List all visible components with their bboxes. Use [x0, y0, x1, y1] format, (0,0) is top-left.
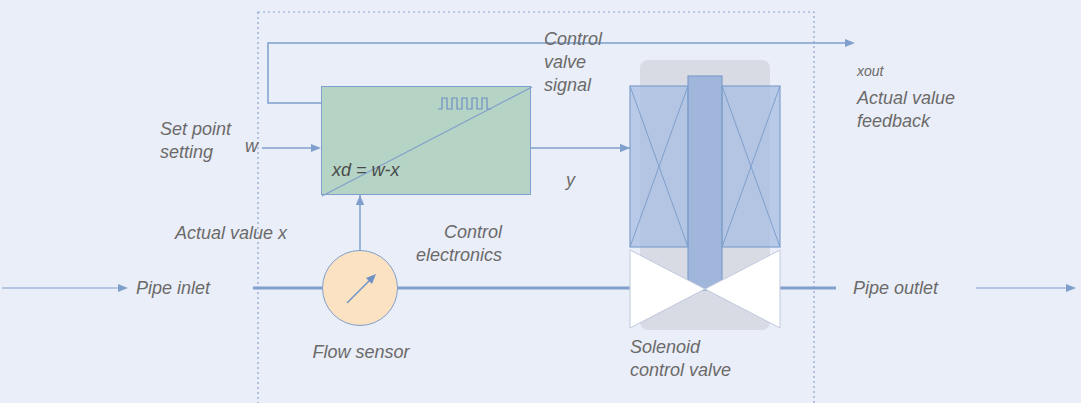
signal-label: w [245, 135, 265, 158]
flow-arrow [2, 287, 118, 288]
arrow-head [118, 284, 128, 292]
valve-body [705, 250, 780, 328]
connector-line [531, 147, 630, 149]
node-label: Flow sensor [281, 341, 441, 364]
controller-box: xd = w-xControl electronics [321, 86, 531, 195]
arrow-head [845, 39, 855, 47]
signal-label: Set point setting [160, 118, 244, 164]
setpoint-wire [262, 147, 312, 149]
signal-label: xout [857, 60, 917, 83]
arrow-head [366, 274, 376, 284]
node-figure [323, 251, 399, 327]
system-boundary [258, 12, 814, 403]
arrow-head [356, 195, 364, 205]
valve-body [630, 250, 705, 328]
diagonal-line [322, 87, 532, 196]
pipe [253, 287, 322, 290]
flow-sensor-circle: Flow sensor [322, 250, 398, 326]
pipe [780, 287, 836, 290]
arrow-head [1066, 284, 1076, 292]
signal-label: Actual value feedback [857, 87, 977, 133]
signal-label: Actual value x [175, 222, 335, 245]
valve-stem [688, 76, 722, 290]
signal-label: Pipe inlet [136, 277, 246, 300]
arrow-head [311, 144, 321, 152]
signal-label: Control valve signal [544, 28, 634, 97]
connector [398, 288, 630, 289]
connector [356, 195, 364, 250]
signal-label: y [566, 169, 586, 192]
pulse-symbol [438, 98, 491, 109]
solenoid-valve: Solenoid control valve [630, 86, 780, 329]
flow-arrow [976, 287, 1066, 288]
node-label: Solenoid control valve [630, 336, 752, 382]
arrow-head [620, 144, 630, 152]
connector [531, 144, 630, 152]
node-label: Control electronics [392, 221, 502, 267]
formula-text: xd = w-x [332, 159, 452, 182]
connector-line [398, 287, 630, 290]
node-figure [630, 86, 780, 329]
signal-label: Pipe outlet [853, 277, 973, 300]
